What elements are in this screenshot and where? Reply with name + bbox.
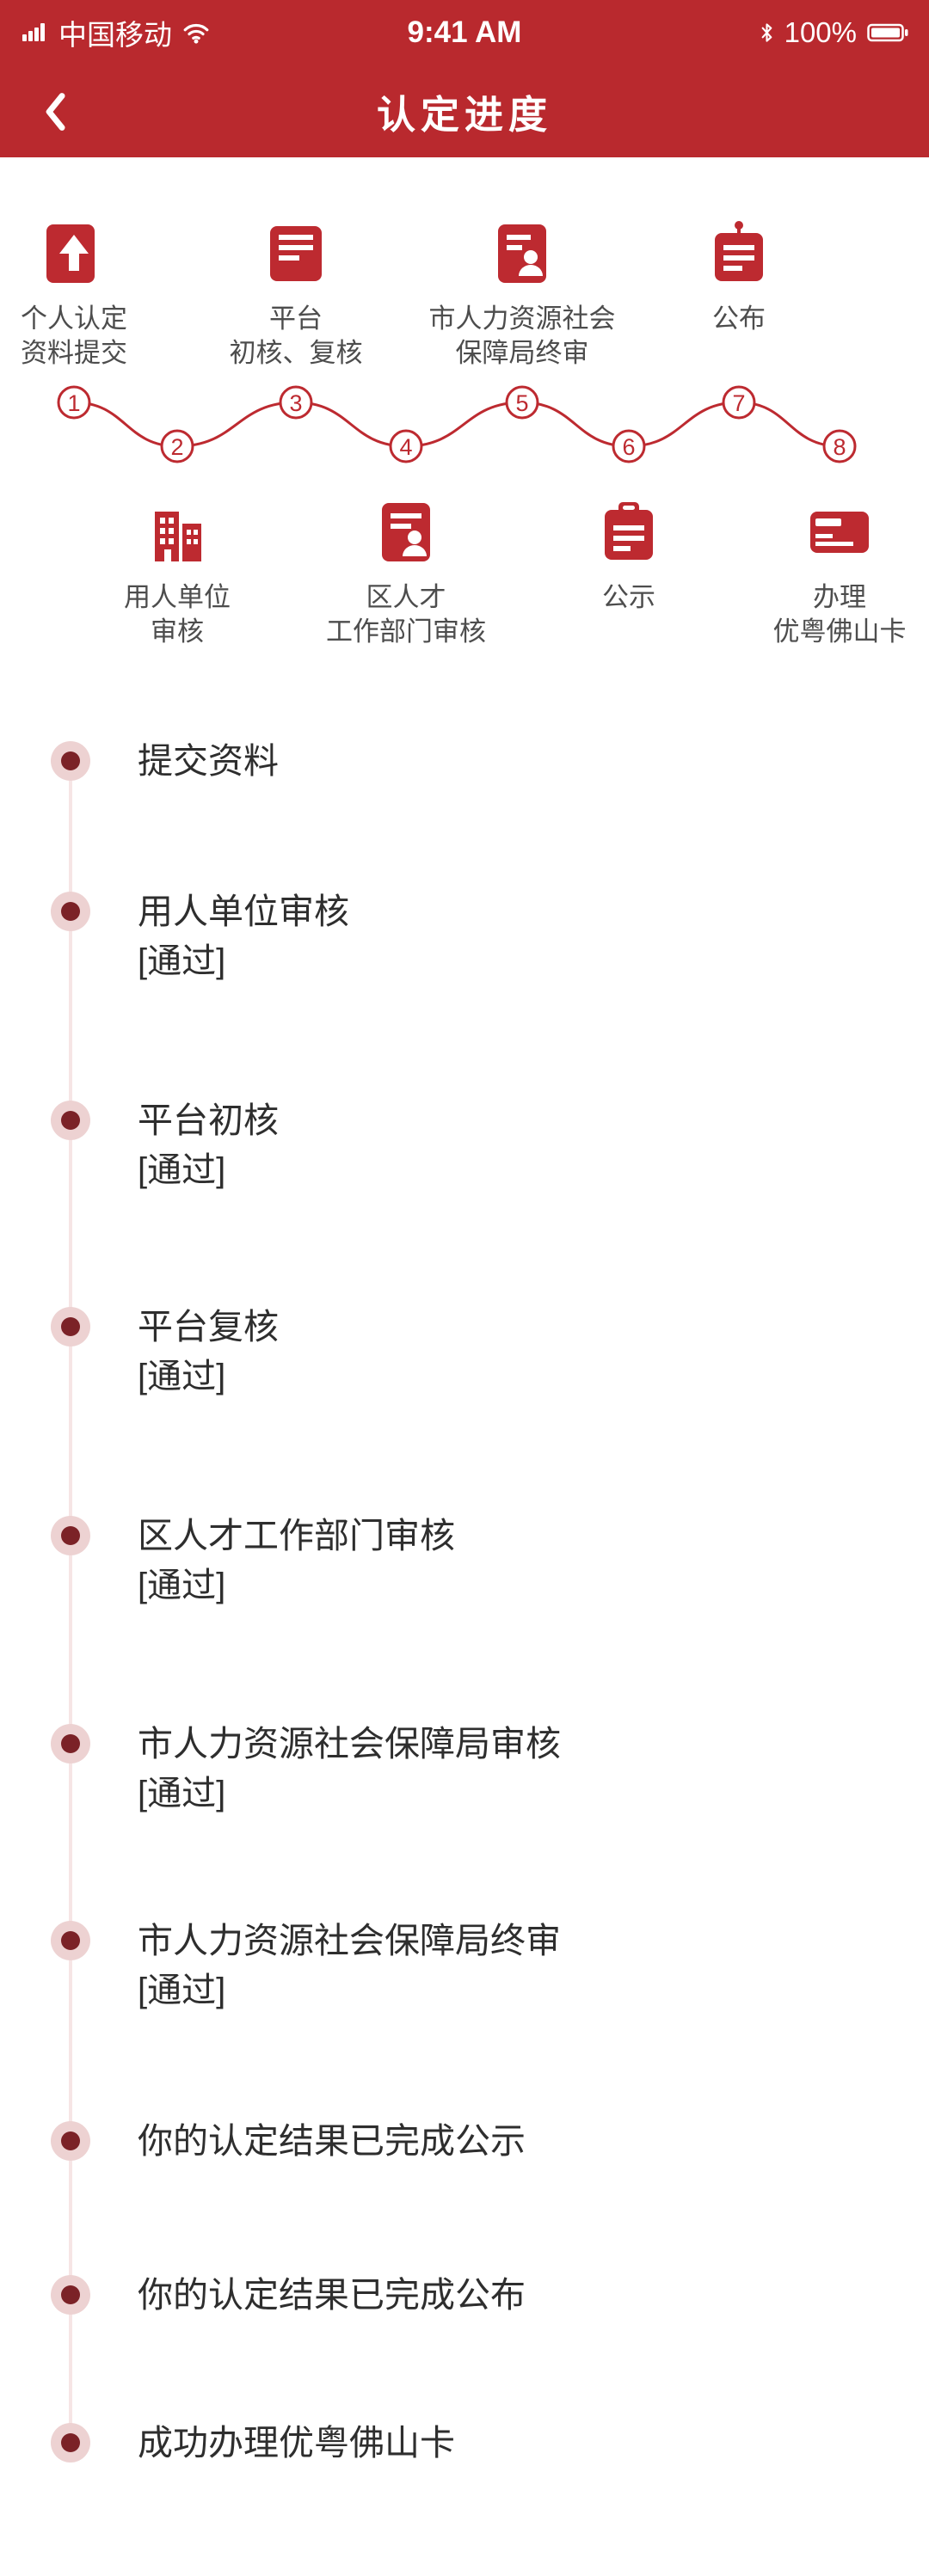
- timeline-dot: [51, 2275, 90, 2315]
- timeline-dot: [51, 1516, 90, 1555]
- timeline-line: [69, 760, 72, 2442]
- timeline-dot: [51, 1307, 90, 1346]
- doc-person-icon: [488, 219, 557, 288]
- timeline-dot: [51, 1101, 90, 1140]
- building-icon: [143, 498, 212, 567]
- flow-step-label-2: 用人单位 审核: [124, 580, 231, 649]
- bluetooth-icon: [761, 23, 772, 42]
- timeline-dot: [51, 1921, 90, 1960]
- clock: 9:41 AM: [407, 15, 522, 49]
- timeline-item-title: 平台初核: [138, 1101, 279, 1140]
- carrier-label: 中国移动: [58, 19, 172, 51]
- timeline-dot: [51, 2423, 90, 2463]
- step-number: 7: [732, 390, 745, 416]
- timeline-dot: [51, 741, 90, 781]
- flow-step-label-4: 区人才 工作部门审核: [326, 580, 486, 649]
- timeline-item-status: [通过]: [138, 1151, 226, 1189]
- timeline-item: 区人才工作部门审核 [通过]: [0, 1511, 929, 1610]
- timeline-item: 平台复核 [通过]: [0, 1302, 929, 1401]
- page-title: 认定进度: [376, 93, 552, 137]
- step-circle-2: [160, 429, 194, 463]
- timeline-item: 成功办理优粤佛山卡: [0, 2418, 929, 2468]
- timeline-item-title: 你的认定结果已完成公布: [138, 2275, 526, 2315]
- upload-doc-icon: [40, 219, 108, 288]
- flow-label-line: 个人认定: [21, 304, 127, 334]
- flow-label-line: 初核、复核: [229, 338, 363, 368]
- battery-icon: [867, 23, 908, 42]
- flow-connector: 1 2 3 4 5 6 7 8: [57, 385, 857, 463]
- timeline-dot: [51, 1724, 90, 1763]
- timeline-item-title: 平台复核: [138, 1307, 279, 1346]
- flow-step-label-3: 平台 初核、复核: [230, 302, 363, 371]
- flow-label-line: 市人力资源社会: [428, 304, 616, 334]
- process-flow-diagram: 个人认定 资料提交 平台 初核、复核 市人力资源社会 保障局终审 公布 1: [0, 157, 929, 742]
- step-number: 1: [67, 390, 80, 416]
- flow-step-label-1: 个人认定 资料提交: [21, 302, 127, 371]
- step-circle-7: [722, 385, 756, 420]
- flow-step-label-8: 办理 优粤佛山卡: [773, 580, 907, 649]
- timeline-item: 你的认定结果已完成公示: [0, 2116, 929, 2166]
- step-number: 5: [515, 390, 528, 416]
- flow-label-line: 区人才: [366, 582, 446, 612]
- timeline-item: 用人单位审核 [通过]: [0, 886, 929, 986]
- timeline-dot: [51, 2121, 90, 2161]
- timeline-item: 平台初核 [通过]: [0, 1095, 929, 1195]
- timeline-item-title: 区人才工作部门审核: [138, 1516, 455, 1555]
- ledger-icon: [261, 219, 330, 288]
- step-number: 6: [622, 434, 635, 460]
- timeline-item-title: 你的认定结果已完成公示: [138, 2121, 526, 2161]
- timeline-item-title: 市人力资源社会保障局审核: [138, 1724, 561, 1763]
- flow-label-line: 优粤佛山卡: [772, 616, 907, 647]
- step-circle-3: [279, 385, 313, 420]
- step-circle-8: [822, 429, 857, 463]
- flow-label-line: 资料提交: [21, 338, 127, 368]
- card-icon: [805, 498, 874, 567]
- timeline-item: 市人力资源社会保障局审核 [通过]: [0, 1719, 929, 1819]
- timeline-item-status: [通过]: [138, 1775, 226, 1812]
- flow-label-line: 公布: [712, 304, 766, 334]
- step-number: 8: [833, 434, 846, 460]
- status-bar: 中国移动 9:41 AM 100%: [0, 0, 929, 65]
- step-circle-4: [389, 429, 423, 463]
- clipboard-icon: [594, 498, 663, 567]
- status-bar-left: 中国移动: [22, 0, 210, 65]
- back-button[interactable]: [29, 86, 81, 138]
- step-circle-6: [612, 429, 646, 463]
- flow-label-line: 平台: [269, 304, 323, 334]
- timeline-item-title: 成功办理优粤佛山卡: [138, 2423, 455, 2463]
- board-pin-icon: [704, 219, 773, 288]
- chevron-left-icon: [46, 93, 65, 131]
- flow-label-line: 审核: [151, 616, 204, 647]
- doc-audit-icon: [372, 498, 440, 567]
- flow-step-label-6: 公示: [602, 580, 655, 615]
- timeline-item-status: [通过]: [138, 942, 226, 980]
- timeline-item-title: 提交资料: [138, 741, 279, 781]
- timeline-dot: [51, 892, 90, 931]
- step-circle-5: [505, 385, 539, 420]
- battery-percentage: 100%: [784, 16, 857, 48]
- timeline-item-status: [通过]: [138, 1358, 226, 1395]
- timeline-item: 市人力资源社会保障局终审 [通过]: [0, 1916, 929, 2015]
- timeline-item-status: [通过]: [138, 1567, 226, 1604]
- flow-label-line: 工作部门审核: [326, 616, 486, 647]
- step-number: 4: [399, 434, 412, 460]
- flow-label-line: 用人单位: [124, 582, 231, 612]
- flow-label-line: 办理: [813, 582, 866, 612]
- flow-step-label-7: 公布: [712, 302, 766, 336]
- timeline-item: 提交资料: [0, 736, 929, 786]
- timeline-item-title: 用人单位审核: [138, 892, 349, 931]
- nav-bar: 认定进度: [0, 65, 929, 157]
- flow-label-line: 保障局终审: [455, 338, 589, 368]
- flow-step-label-5: 市人力资源社会 保障局终审: [429, 302, 616, 371]
- step-circle-1: [57, 385, 91, 420]
- timeline-item-status: [通过]: [138, 1972, 226, 2009]
- wifi-icon: [183, 23, 209, 44]
- step-number: 2: [170, 434, 183, 460]
- status-bar-right: 100%: [760, 0, 908, 65]
- signal-bars-icon: [22, 23, 45, 41]
- timeline-item: 你的认定结果已完成公布: [0, 2270, 929, 2320]
- timeline-item-title: 市人力资源社会保障局终审: [138, 1921, 561, 1960]
- step-number: 3: [289, 390, 302, 416]
- flow-label-line: 公示: [602, 582, 655, 612]
